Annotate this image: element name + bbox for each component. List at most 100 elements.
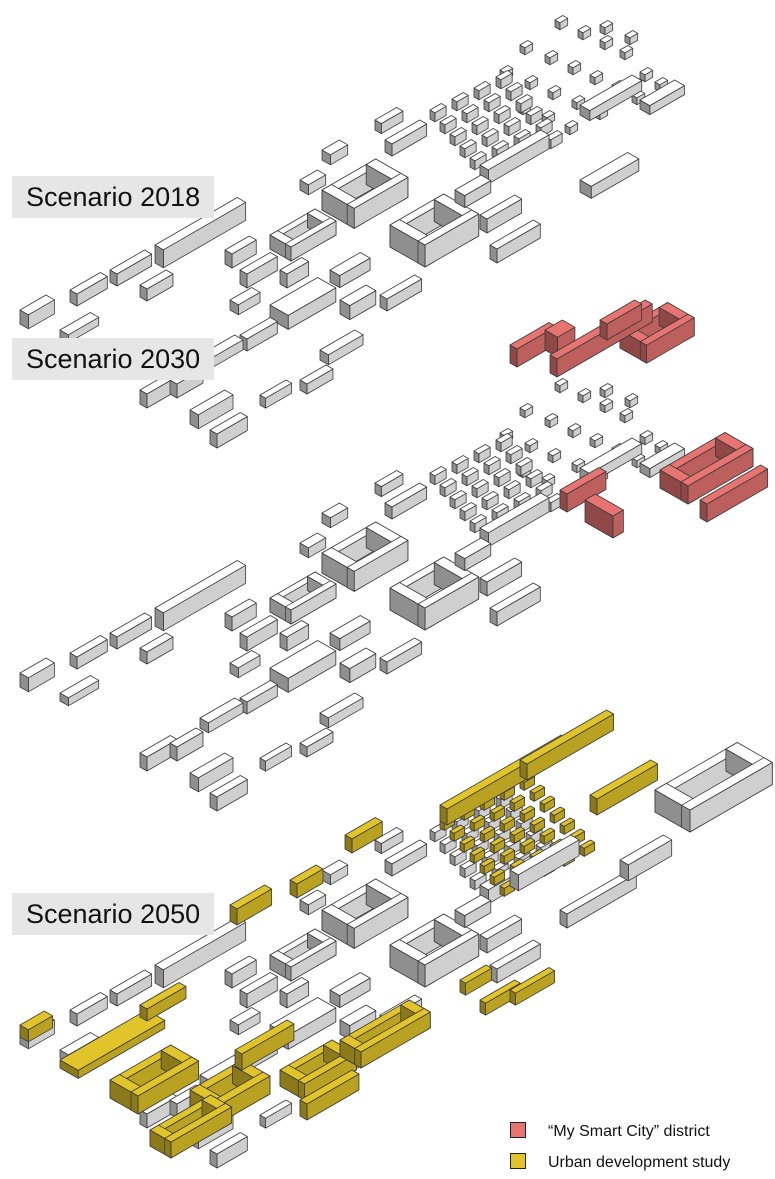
scenario-2050-model <box>20 710 772 1168</box>
building-block <box>70 993 107 1027</box>
building-block <box>280 258 309 289</box>
building-block <box>452 93 468 111</box>
building-block <box>510 827 525 843</box>
building-block <box>375 108 403 134</box>
building-block <box>240 681 277 715</box>
building-block <box>450 128 466 146</box>
building-block <box>450 491 466 509</box>
building-block <box>474 82 490 100</box>
scenario-2018-model <box>20 16 684 449</box>
building-block <box>500 848 515 864</box>
legend-label-smart-city: “My Smart City” district <box>548 1123 710 1140</box>
building-block <box>230 1008 260 1035</box>
building-block <box>545 51 558 65</box>
scenario-2050-label: Scenario 2050 <box>12 893 214 935</box>
building-block <box>60 676 99 706</box>
building-block <box>170 728 203 761</box>
scenario-2030-label: Scenario 2030 <box>12 338 214 380</box>
building-block <box>490 837 505 853</box>
legend-label-urban-study: Urban development study <box>548 1154 730 1171</box>
building-block <box>520 710 614 780</box>
building-block <box>640 431 653 445</box>
building-block <box>340 648 376 683</box>
building-block <box>474 445 490 463</box>
building-block <box>520 838 535 854</box>
building-block <box>322 140 348 165</box>
building-face <box>418 961 425 987</box>
building-block <box>70 636 107 670</box>
building-block <box>375 471 403 497</box>
building-block <box>625 394 638 408</box>
building-block <box>480 915 522 953</box>
building-block <box>140 633 173 664</box>
building-block <box>440 116 456 134</box>
building-block <box>480 826 495 842</box>
building-block <box>520 41 533 55</box>
building-block <box>20 658 54 692</box>
building-block <box>504 118 520 136</box>
building-block <box>484 457 500 475</box>
building-block <box>480 558 522 596</box>
building-block <box>455 895 491 928</box>
legend-item-urban-study: Urban development study <box>510 1153 730 1172</box>
building-block <box>472 117 488 135</box>
building-block <box>525 76 538 90</box>
legend-item-smart-city: “My Smart City” district <box>510 1122 710 1141</box>
building-block <box>490 805 505 821</box>
building-block <box>260 380 292 408</box>
building-face <box>418 241 425 267</box>
building-block <box>496 434 512 452</box>
building-block <box>340 285 376 320</box>
building-block <box>110 250 152 286</box>
building-block <box>555 16 568 30</box>
building-block <box>330 616 370 651</box>
building-block <box>380 275 422 311</box>
building-block <box>380 638 422 674</box>
building-block <box>460 965 492 995</box>
building-block <box>484 94 500 112</box>
building-block <box>625 31 638 45</box>
building-block <box>565 121 578 135</box>
building-block <box>640 68 653 82</box>
building-block <box>590 760 658 815</box>
building-block <box>568 424 581 438</box>
building-block <box>555 379 568 393</box>
building-block <box>620 409 633 423</box>
building-block <box>280 621 309 652</box>
building-block <box>525 439 538 453</box>
building-block <box>500 816 515 832</box>
building-block <box>320 330 363 365</box>
building-block <box>280 978 309 1009</box>
building-block <box>330 253 370 288</box>
building-block <box>440 479 456 497</box>
building-block <box>494 469 510 487</box>
building-block <box>460 140 476 158</box>
building-block <box>548 449 561 463</box>
building-block <box>520 404 533 418</box>
building-block <box>462 468 478 486</box>
building-block <box>455 538 491 571</box>
building-face <box>418 604 425 630</box>
building-block <box>260 1100 292 1128</box>
building-block <box>482 492 498 510</box>
building-block <box>600 21 613 35</box>
building-block <box>580 840 595 856</box>
building-block <box>550 807 565 823</box>
building-block <box>548 86 561 100</box>
building-block <box>430 104 446 122</box>
building-block <box>530 785 545 801</box>
building-block <box>320 693 363 728</box>
building-block <box>494 106 510 124</box>
smart-city-swatch <box>510 1122 526 1138</box>
building-block <box>620 46 633 60</box>
scenario-2018-label: Scenario 2018 <box>12 176 214 218</box>
building-block <box>480 195 522 233</box>
building-block <box>300 728 333 757</box>
building-block <box>506 83 522 101</box>
building-block <box>620 835 672 881</box>
building-block <box>110 613 152 649</box>
building-block <box>452 456 468 474</box>
building-block <box>300 365 333 394</box>
building-block <box>560 818 575 834</box>
building-block <box>20 295 54 329</box>
